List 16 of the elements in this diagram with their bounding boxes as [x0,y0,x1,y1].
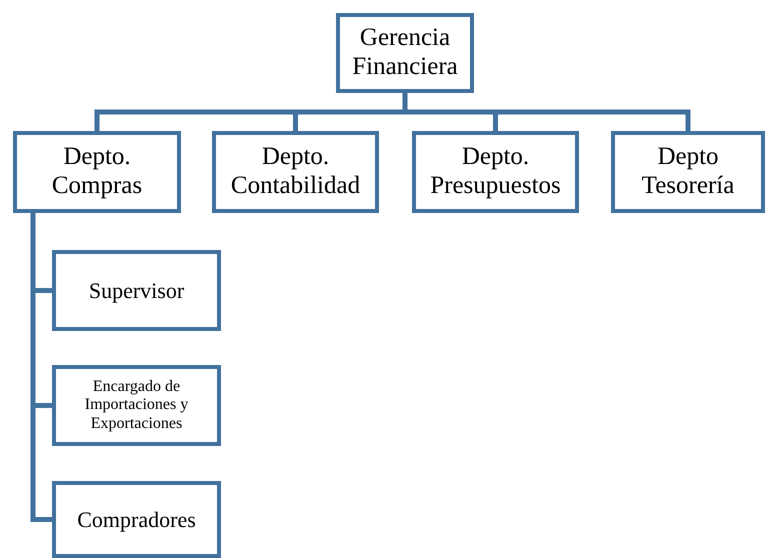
box-label: Compradores [77,506,196,532]
org-box [412,131,579,213]
box-label: Gerencia Financiera [351,24,459,82]
org-box [212,131,379,213]
box-label: Depto. Presupuestos [429,143,562,201]
box-label: Depto Tesorería [640,143,736,201]
box-label: Depto. Contabilidad [230,143,362,201]
org-box [611,131,765,213]
org-box [13,131,181,213]
org-box [52,365,221,446]
org-box [52,481,221,558]
org-box [52,250,221,331]
box-label: Encargado de Importaciones y Exportaciones [84,378,190,434]
box-label: Supervisor [88,278,184,304]
box-label: Depto. Compras [50,143,144,201]
org-box [336,13,474,93]
